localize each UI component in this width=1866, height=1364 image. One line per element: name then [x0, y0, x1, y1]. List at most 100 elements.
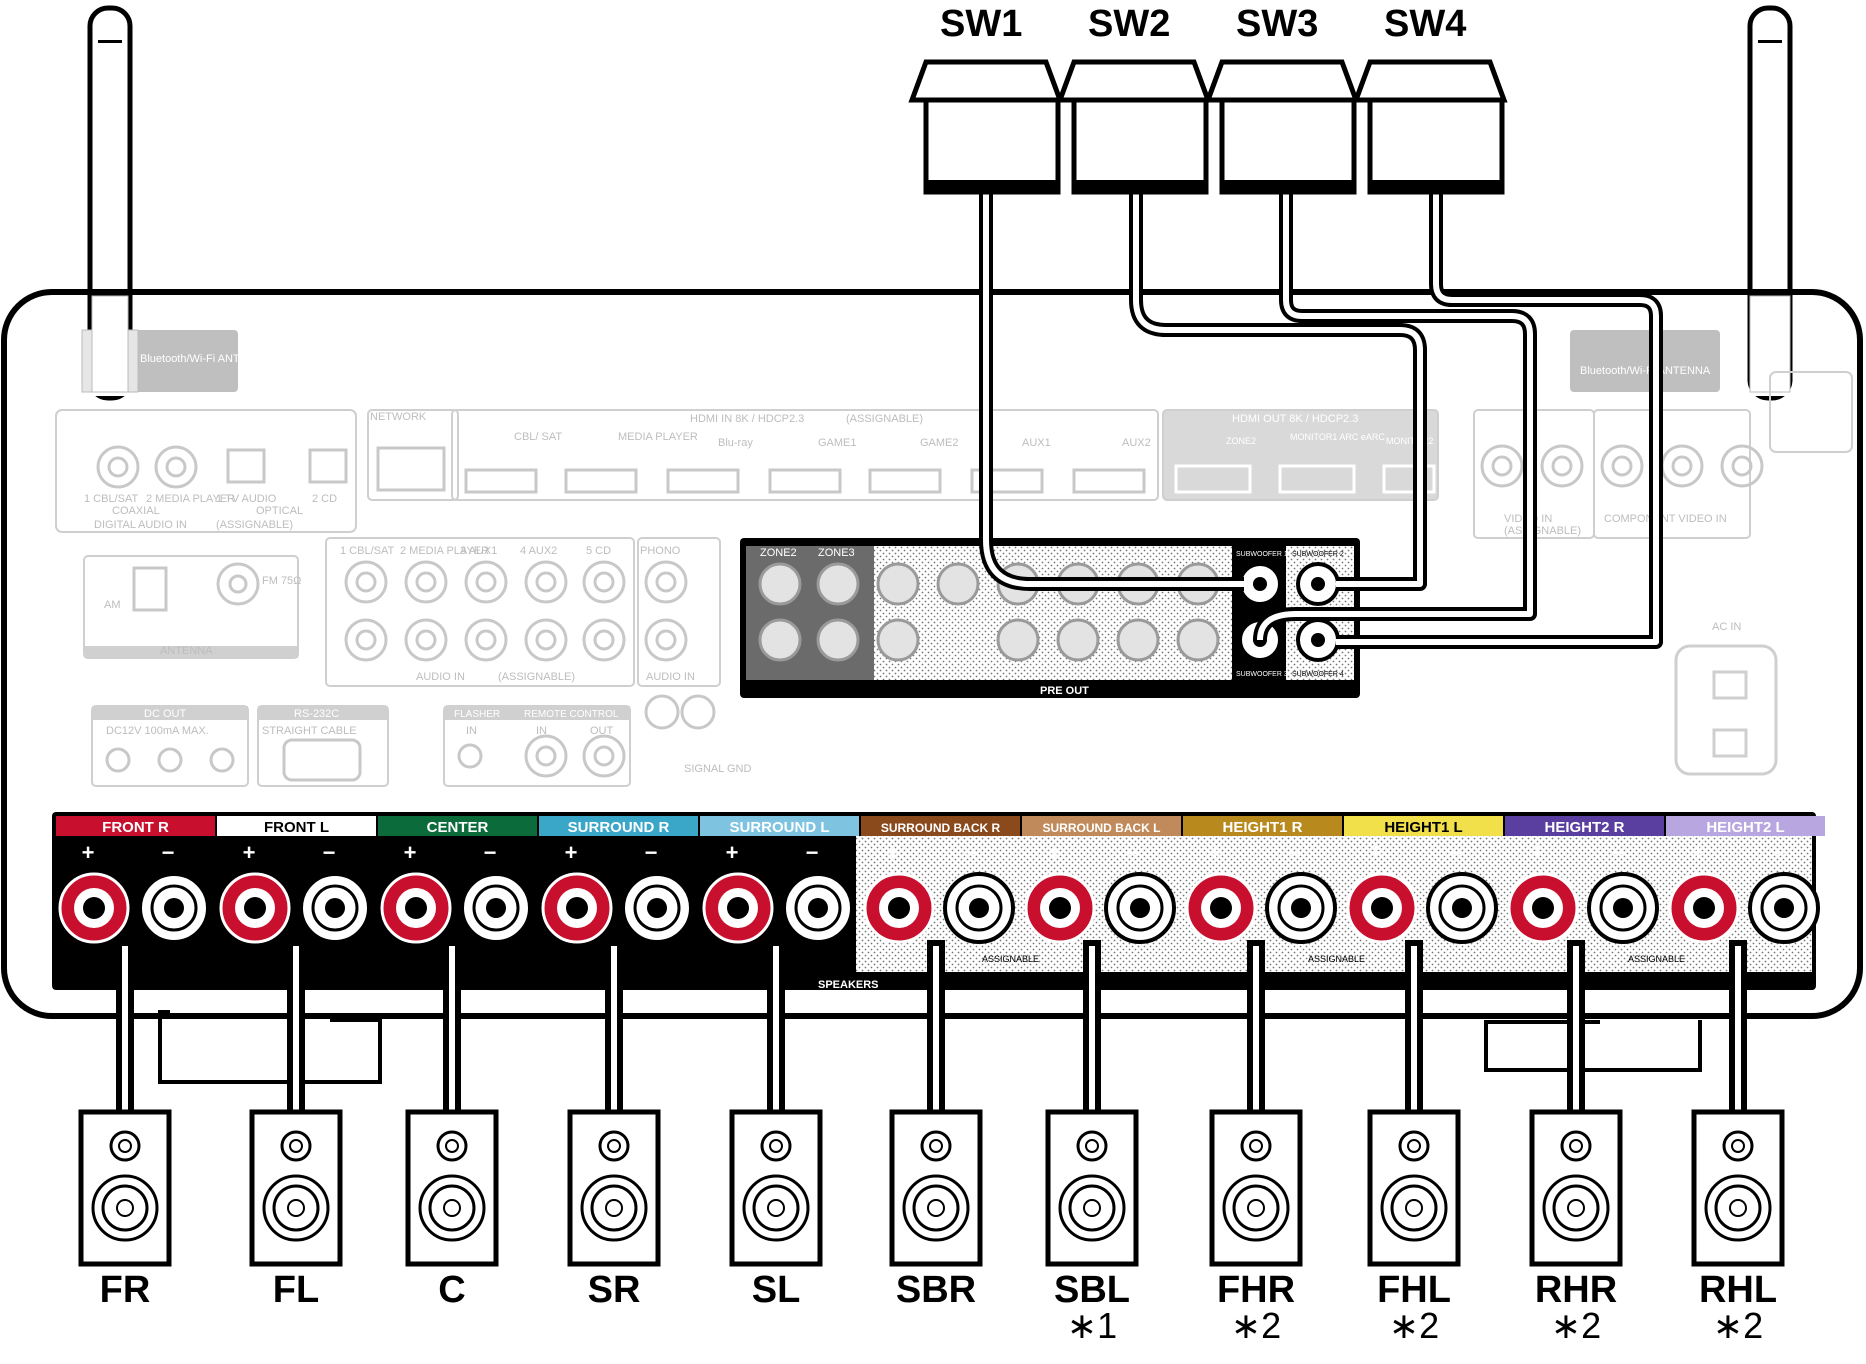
terminal-label-bg	[217, 816, 376, 836]
am-label: AM	[104, 599, 121, 611]
speaker-fl: FL	[249, 940, 343, 1311]
hdmi-in-note: (ASSIGNABLE)	[846, 413, 923, 425]
remote-in-label: IN	[536, 725, 547, 737]
speaker-cable-core	[611, 946, 617, 1112]
sw4-label: SW4	[1384, 3, 1466, 45]
tweeter-center	[769, 1139, 783, 1153]
zone2-label: ZONE2	[760, 547, 797, 559]
speaker-label: RHL	[1699, 1269, 1777, 1311]
speaker-note: ∗2	[1551, 1305, 1601, 1346]
terminal-label: SURROUND L	[730, 819, 830, 836]
positive-terminal-hole	[727, 897, 749, 919]
terminal-label: SURROUND BACK R	[881, 821, 1001, 835]
speaker-note: ∗1	[1067, 1305, 1117, 1346]
speaker-cable-core	[1735, 946, 1741, 1112]
subwoofer-sw4: SW4	[1352, 3, 1508, 195]
sw2-label: SW2	[1088, 3, 1170, 45]
minus-sign: −	[806, 840, 819, 865]
positive-terminal-hole	[888, 897, 910, 919]
plus-sign: +	[243, 840, 256, 865]
minus-sign: −	[1611, 840, 1624, 865]
video-in-note: (ASSIGNABLE)	[1504, 525, 1581, 537]
hdmi-input-1: CBL/ SAT	[514, 431, 562, 443]
minus-sign: −	[162, 840, 175, 865]
terminal-group-4: SURROUND R+−	[539, 816, 698, 944]
negative-terminal-hole	[1130, 898, 1150, 918]
terminal-label-bg	[1022, 816, 1181, 836]
speaker-sl: SL	[729, 940, 823, 1311]
subwoofer-sw1: SW1	[908, 3, 1064, 195]
terminal-label: HEIGHT1 R	[1222, 819, 1302, 836]
terminal-label: HEIGHT2 L	[1706, 819, 1784, 836]
plus-sign: +	[404, 840, 417, 865]
subwoofer2-label: SUBWOOFER 2	[1292, 551, 1344, 558]
minus-sign: −	[645, 840, 658, 865]
terminal-label: SURROUND BACK L	[1043, 821, 1161, 835]
speaker-label: RHR	[1535, 1269, 1617, 1311]
right-antenna-label: Bluetooth/Wi-Fi ANTENNA	[1580, 365, 1711, 377]
tweeter-center	[118, 1139, 132, 1153]
digital-audio-in-label: DIGITAL AUDIO IN	[94, 519, 187, 531]
speaker-terminal-strip: SPEAKERS ASSIGNABLE ASSIGNABLE ASSIGNABL…	[52, 812, 1825, 991]
hdmi-out-monitor1: MONITOR1 ARC eARC	[1290, 432, 1385, 442]
middle-panel-text: ANTENNA AM FM 75Ω 1 CBL/SAT 2 MEDIA PLAY…	[104, 545, 1741, 775]
minus-sign: −	[1772, 840, 1785, 865]
positive-terminal-hole	[1371, 897, 1393, 919]
hdmi-in-label: HDMI IN 8K / HDCP2.3	[690, 413, 804, 425]
terminal-group-5: SURROUND L + −	[700, 816, 859, 944]
subwoofer-cables-inner	[983, 190, 1659, 645]
terminal-group-8: HEIGHT1 R+−	[1183, 816, 1342, 944]
audio-in-item-4: 4 AUX2	[520, 545, 557, 557]
woofer-center	[605, 1199, 623, 1217]
minus-sign: −	[323, 840, 336, 865]
negative-terminal-hole	[486, 898, 506, 918]
speaker-cable-core	[773, 946, 779, 1112]
dc-out-spec: DC12V 100mA MAX.	[106, 725, 209, 737]
speaker-label: SBR	[896, 1269, 976, 1311]
rs232c-label: RS-232C	[294, 708, 339, 720]
negative-terminal-hole	[325, 898, 345, 918]
speaker-fhl: FHL∗2	[1367, 940, 1461, 1346]
speaker-label: FHR	[1217, 1269, 1295, 1311]
terminal-label: HEIGHT1 L	[1384, 819, 1462, 836]
subwoofer-sw3: SW3	[1204, 3, 1360, 195]
hdmi-input-6: AUX1	[1022, 437, 1051, 449]
terminal-group-7: SURROUND BACK L+−	[1022, 816, 1181, 944]
minus-sign: −	[1289, 840, 1302, 865]
negative-terminal-hole	[1613, 898, 1633, 918]
terminal-label-bg	[1344, 816, 1503, 836]
assignable-label-1: ASSIGNABLE	[982, 954, 1039, 964]
speaker-note: ∗2	[1389, 1305, 1439, 1346]
plus-sign: +	[1531, 840, 1544, 865]
woofer-center	[1567, 1199, 1585, 1217]
signal-gnd-label: SIGNAL GND	[684, 763, 751, 775]
pre-out-title: PRE OUT	[1040, 685, 1089, 697]
hdmi-input-5: GAME2	[920, 437, 959, 449]
positive-terminal-hole	[1049, 897, 1071, 919]
speaker-rhl: RHL∗2	[1691, 940, 1785, 1346]
speakers-title: SPEAKERS	[818, 979, 879, 991]
plus-sign: +	[726, 840, 739, 865]
speaker-fr: FR	[78, 940, 172, 1311]
audio-in-item-2: 2 MEDIA PLAYER	[400, 545, 489, 557]
terminal-label: CENTER	[427, 819, 489, 836]
terminal-label: FRONT R	[102, 819, 169, 836]
sw3-label: SW3	[1236, 3, 1318, 45]
terminal-label-bg	[1183, 816, 1342, 836]
audio-in-item-3: 3 AUX1	[460, 545, 497, 557]
terminal-group-6: SURROUND BACK R+−	[861, 816, 1020, 944]
cable-loops	[158, 1010, 1702, 1084]
straight-cable-label: STRAIGHT CABLE	[262, 725, 357, 737]
digital-item-3: 1 TV AUDIO	[216, 493, 277, 505]
subwoofer3-label: SUBWOOFER 3	[1236, 671, 1288, 678]
terminal-label-bg	[56, 816, 215, 836]
negative-terminal-hole	[808, 898, 828, 918]
plus-sign: +	[82, 840, 95, 865]
terminal-label-bg	[861, 816, 1020, 836]
speaker-label: FR	[100, 1269, 151, 1311]
negative-terminal-hole	[1452, 898, 1472, 918]
speaker-label: C	[438, 1269, 465, 1311]
ac-in-label: AC IN	[1712, 621, 1741, 633]
hdmi-input-3: Blu-ray	[718, 437, 753, 449]
plus-sign: +	[1048, 840, 1061, 865]
